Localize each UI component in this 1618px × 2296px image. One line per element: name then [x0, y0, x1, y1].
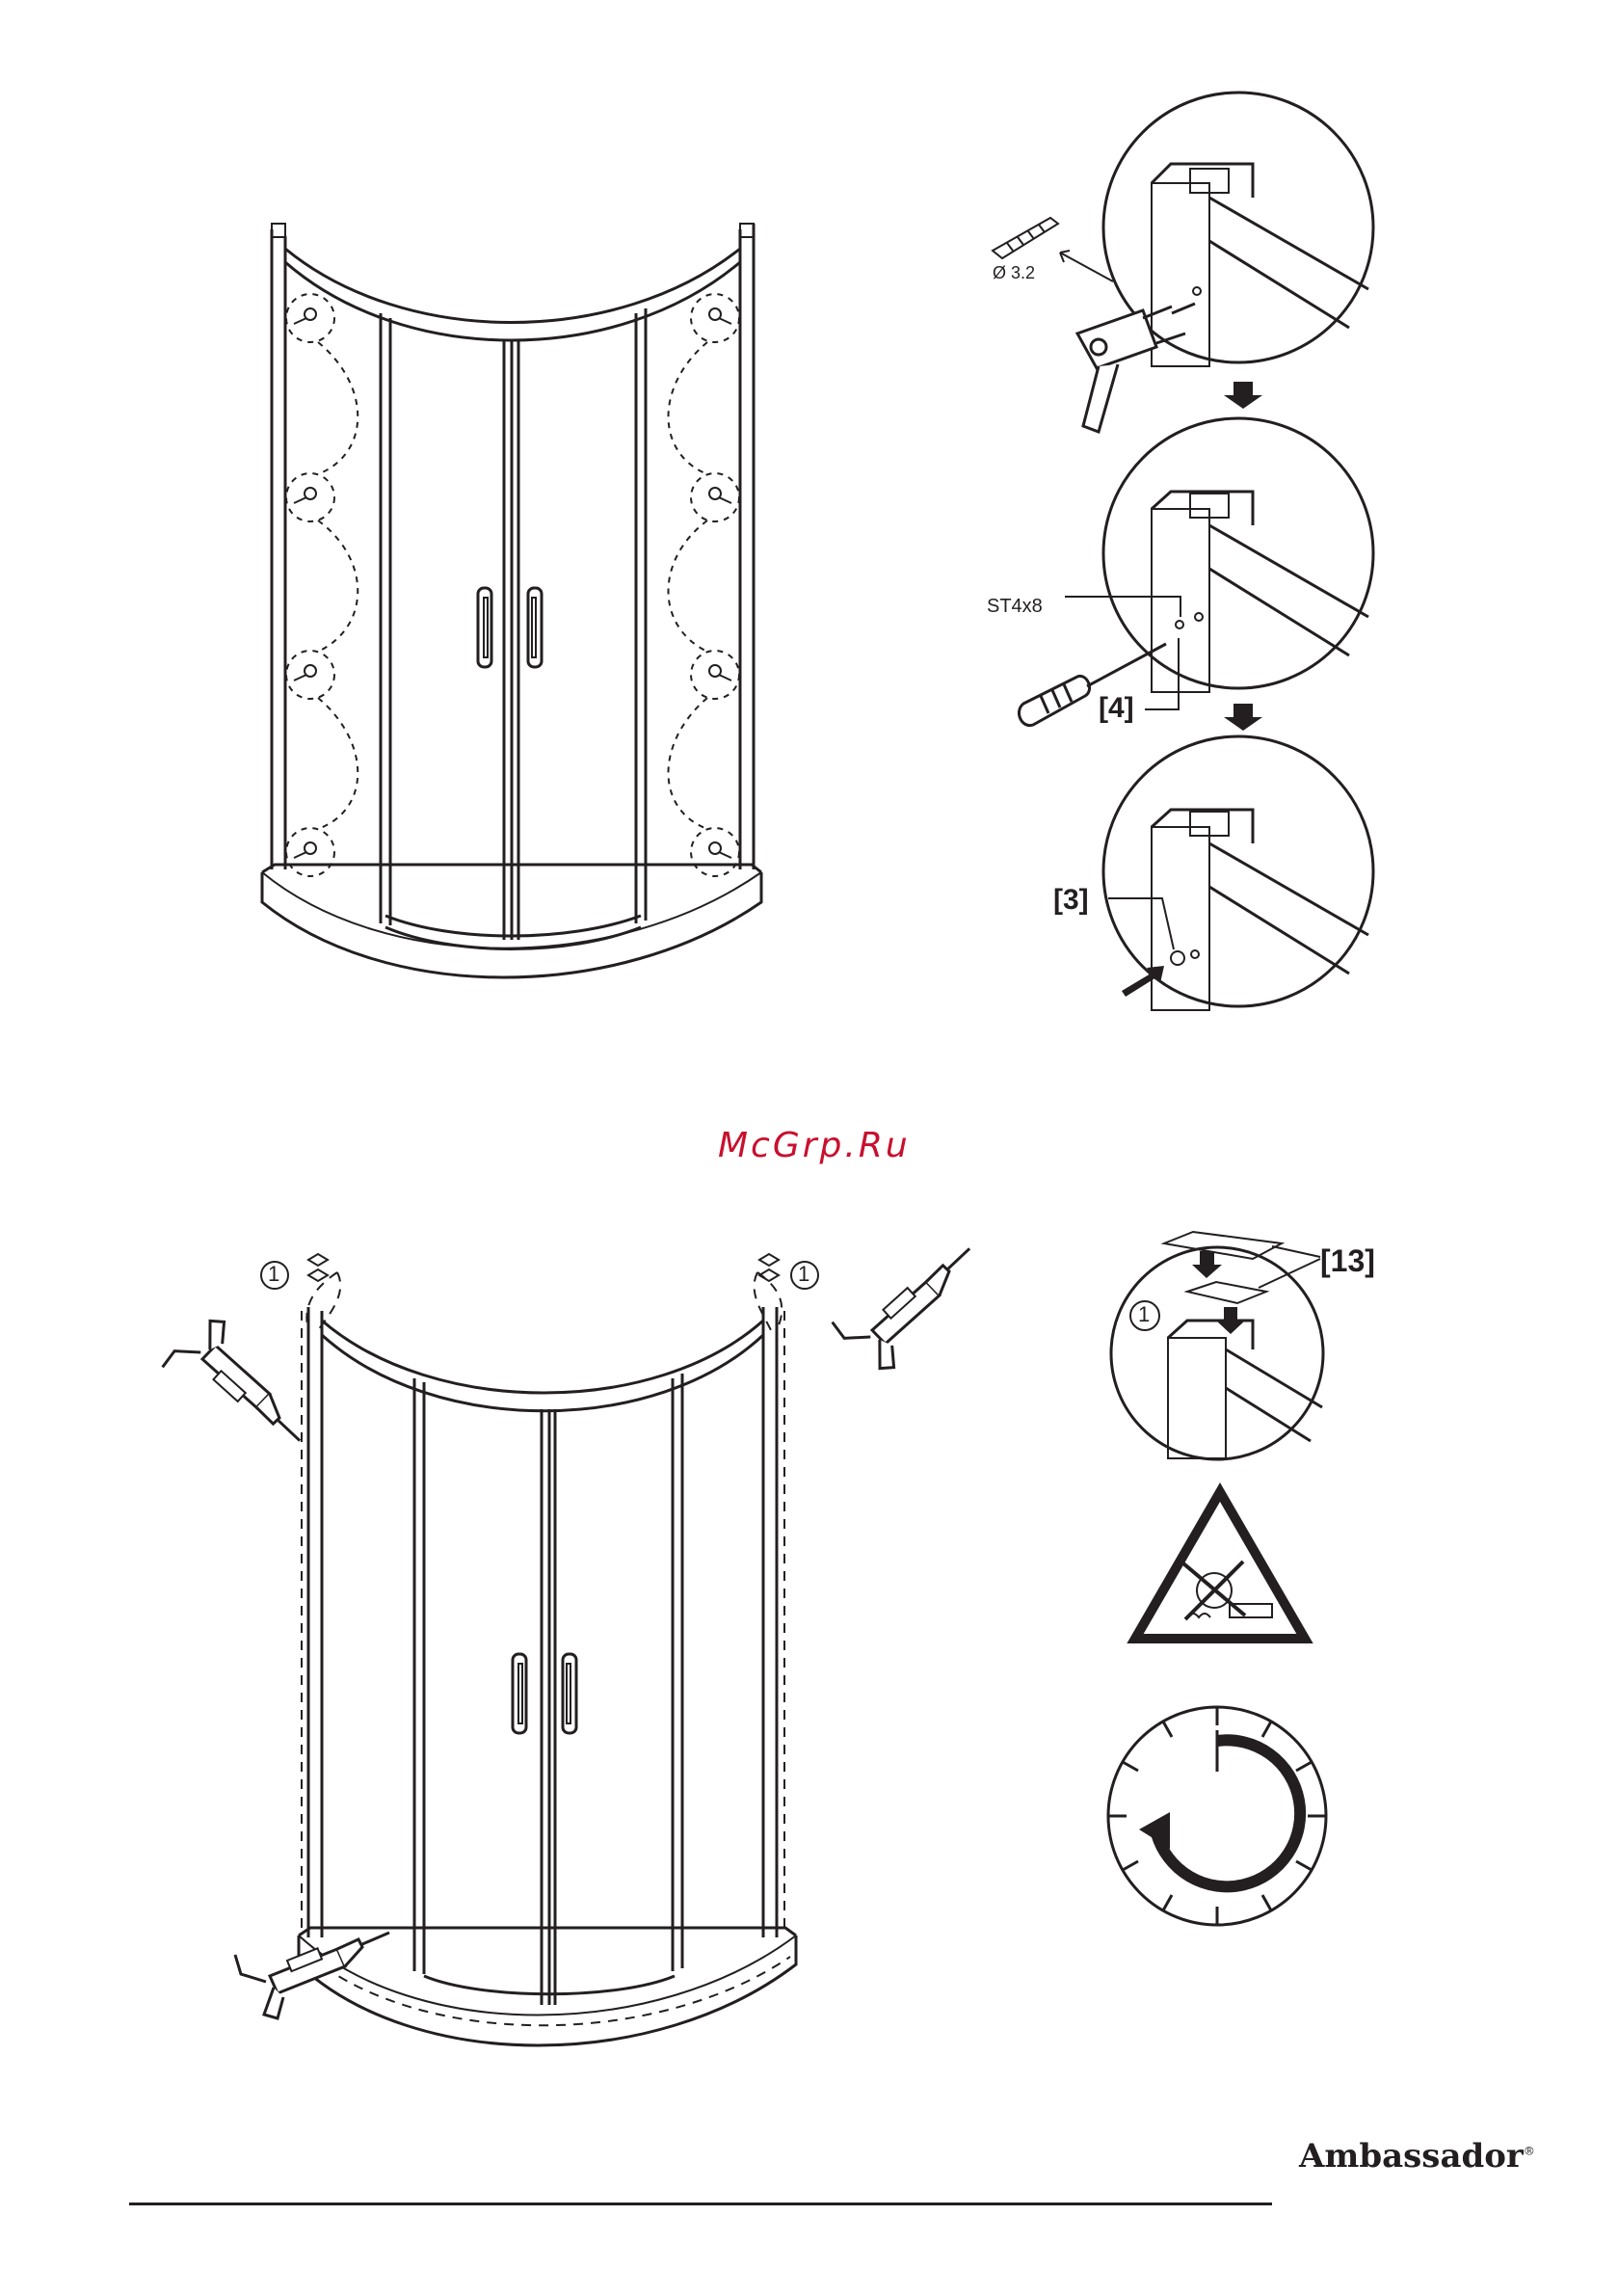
- detail-circle-cap: [1103, 736, 1373, 1010]
- shower-enclosure-sealing: [261, 1254, 818, 2045]
- brand-logo: Ambassador®: [1299, 2137, 1535, 2176]
- callout-1-top-left: 1: [268, 1262, 279, 1287]
- watermark: McGrp.Ru: [718, 1126, 911, 1165]
- warning-no-abrasive-icon: [1135, 1492, 1305, 1639]
- part-13-label: [13]: [1320, 1243, 1375, 1279]
- caulking-gun-icon: [825, 1248, 999, 1381]
- part-3-label: [3]: [1053, 884, 1089, 917]
- callout-1-cap-detail: 1: [1138, 1302, 1150, 1327]
- registered-mark: ®: [1524, 2145, 1535, 2158]
- down-arrow-icon: [1224, 382, 1262, 409]
- detail-circle-screwing: [1065, 418, 1373, 709]
- shower-enclosure-wall-fixing: [262, 224, 761, 977]
- footer-rule: [129, 2203, 1272, 2205]
- drill-size-label: Ø 3.2: [993, 263, 1035, 283]
- callout-1-top-right: 1: [798, 1262, 809, 1287]
- caulking-gun-icon: [155, 1307, 330, 1440]
- clock-wait-icon: [1108, 1707, 1326, 1925]
- caulking-gun-icon: [235, 1933, 389, 2018]
- part-4-label: [4]: [1099, 692, 1134, 725]
- screwdriver-icon: [1019, 644, 1166, 726]
- brand-name: Ambassador: [1299, 2137, 1524, 2176]
- down-arrow-icon: [1192, 1251, 1222, 1278]
- power-drill-icon: [1077, 304, 1195, 432]
- screw-spec-label: ST4x8: [987, 596, 1043, 618]
- down-arrow-icon: [1224, 704, 1262, 731]
- down-arrow-icon: [1216, 1307, 1245, 1334]
